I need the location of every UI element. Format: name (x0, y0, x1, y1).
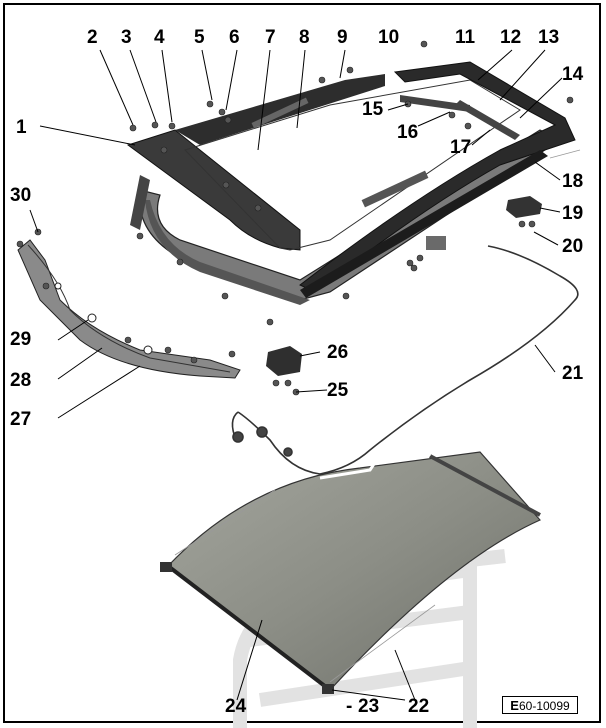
callout-1: 1 (16, 117, 27, 138)
roof-frame-assembly (126, 61, 576, 376)
callout-11: 11 (455, 27, 476, 48)
callout-18: 18 (562, 171, 584, 192)
callout-15: 15 (362, 99, 384, 120)
callout-17: 17 (450, 137, 472, 158)
reference-code-number: 60-10099 (518, 699, 570, 713)
callout-5: 5 (194, 27, 205, 48)
callout-4: 4 (154, 27, 165, 48)
assembly-guide-lines (174, 149, 581, 683)
callout-27: 27 (10, 409, 32, 430)
sunshade-blind (160, 444, 541, 694)
callout-9: 9 (337, 27, 348, 48)
callout-23: 23 (358, 696, 380, 717)
callout-23-dash: - (346, 696, 353, 717)
callout-10: 10 (378, 27, 400, 48)
callout-28: 28 (10, 370, 32, 391)
callout-29: 29 (10, 329, 32, 350)
lower-support-frame (17, 239, 241, 379)
callout-19: 19 (562, 203, 584, 224)
callout-30: 30 (10, 185, 32, 206)
callout-16: 16 (397, 122, 419, 143)
callout-8: 8 (299, 27, 310, 48)
callout-20: 20 (562, 236, 584, 257)
callout-14: 14 (562, 64, 584, 85)
reference-code-prefix: E (510, 698, 519, 713)
callout-21: 21 (562, 363, 584, 384)
reference-code-label: E60-10099 (502, 696, 578, 714)
callout-2: 2 (87, 27, 98, 48)
leader-lines (29, 49, 563, 701)
callout-3: 3 (121, 27, 132, 48)
callout-24: 24 (225, 696, 247, 717)
callout-26: 26 (327, 342, 349, 363)
callout-22: 22 (408, 696, 430, 717)
callout-12: 12 (500, 27, 522, 48)
callout-25: 25 (327, 380, 349, 401)
callout-7: 7 (265, 27, 276, 48)
callout-13: 13 (538, 27, 560, 48)
wiring-harness (231, 245, 579, 475)
callout-6: 6 (229, 27, 240, 48)
fasteners (16, 40, 574, 396)
